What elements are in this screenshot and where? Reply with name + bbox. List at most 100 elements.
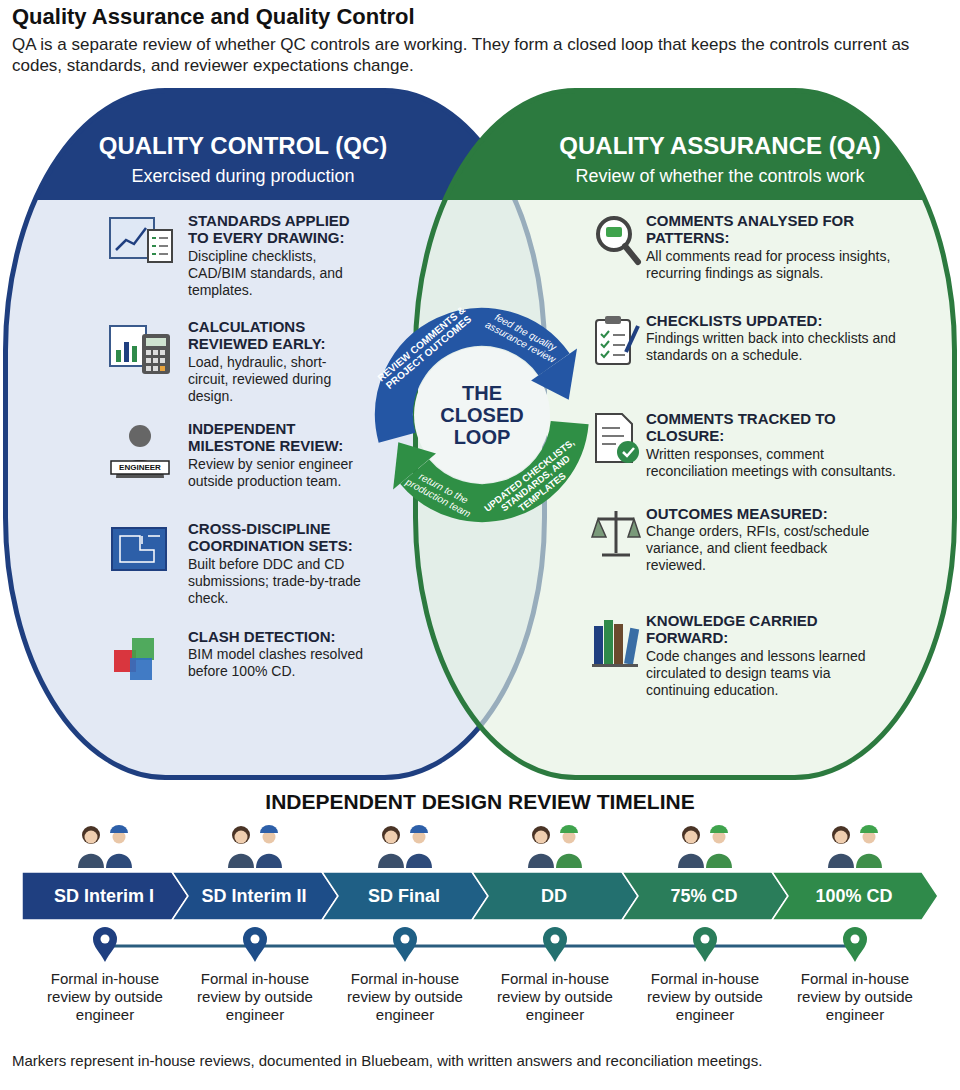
- timeline-figure: [401, 935, 410, 944]
- milestone-chevron: SD Interim II: [172, 872, 338, 920]
- control-item: CHECKLISTS UPDATED:Findings written back…: [590, 312, 904, 370]
- item-heading: CALCULATIONS REVIEWED EARLY:: [188, 318, 366, 353]
- path-part: [623, 448, 634, 456]
- svg-part: [590, 212, 642, 270]
- timeline-line: [105, 945, 855, 948]
- timeline-figure: [93, 927, 117, 962]
- item-heading: STANDARDS APPLIED TO EVERY DRAWING:: [188, 212, 366, 247]
- region-subtitle: Exercised during production: [43, 166, 443, 187]
- rect-part: [146, 350, 151, 355]
- timeline-figure: [835, 831, 848, 844]
- item-body: Findings written back into checklists an…: [646, 330, 904, 364]
- polygon-part: [622, 872, 788, 920]
- rect-part: [596, 320, 630, 364]
- rect-part: [605, 316, 621, 324]
- timeline-figure: [551, 935, 560, 944]
- svg-part: [108, 628, 174, 686]
- milestone-chevron: SD Final: [322, 872, 488, 920]
- circle-part: [617, 441, 639, 463]
- page-title: Quality Assurance and Quality Control: [12, 4, 942, 30]
- control-item: OUTCOMES MEASURED:Change orders, RFIs, c…: [590, 505, 891, 574]
- item-body: Load, hydraulic, short-circuit, reviewed…: [188, 354, 366, 405]
- svg-part: [590, 505, 642, 563]
- item-text: STANDARDS APPLIED TO EVERY DRAWING:Disci…: [188, 212, 366, 299]
- rect-part: [416, 91, 955, 778]
- timeline-figure: [856, 854, 882, 868]
- timeline-figure: [78, 854, 104, 868]
- item-body: Review by senior engineer outside produc…: [188, 456, 366, 490]
- rect-part: [604, 620, 613, 664]
- rect-part: [148, 230, 172, 262]
- timeline-figure: [701, 935, 710, 944]
- circle-part: [129, 425, 151, 447]
- timeline-figure: [101, 935, 110, 944]
- svg-part: [108, 318, 174, 376]
- timeline-heading: INDEPENDENT DESIGN REVIEW TIMELINE: [0, 790, 960, 814]
- rect-part: [624, 628, 639, 665]
- item-text: CALCULATIONS REVIEWED EARLY:Load, hydrau…: [188, 318, 366, 405]
- item-body: Discipline checklists, CAD/BIM standards…: [188, 248, 366, 299]
- path-part: [613, 335, 625, 355]
- svg-part: [108, 212, 174, 270]
- timeline-figure: [243, 927, 267, 962]
- item-heading: COMMENTS ANALYSED FOR PATTERNS:: [646, 212, 908, 247]
- timeline-figure: [678, 854, 704, 868]
- rect-part: [142, 334, 170, 374]
- polygon-part: [172, 872, 338, 920]
- rect-part: [116, 350, 121, 362]
- region-heading: QUALITY CONTROL (QC): [43, 132, 443, 160]
- timeline-figure: [535, 831, 548, 844]
- milestone-note: Formal in-house review by outside engine…: [333, 970, 477, 1024]
- path-part: [159, 238, 168, 254]
- timeline-figure: [843, 927, 867, 962]
- chevron-label: 100% CD: [815, 886, 892, 907]
- item-body: Code changes and lessons learned circula…: [646, 648, 874, 699]
- region-heading: QUALITY ASSURANCE (QA): [520, 132, 920, 160]
- rect-part: [132, 638, 154, 660]
- timeline-figure: [256, 854, 282, 868]
- timeline-figure: [382, 826, 400, 844]
- item-body: All comments read for process insights, …: [646, 248, 908, 282]
- rect-part: [160, 366, 165, 371]
- timeline-figure: [385, 831, 398, 844]
- page-subtitle: QA is a separate review of whether QC co…: [12, 34, 948, 77]
- timeline-figure: [560, 825, 578, 833]
- polygon-part: [772, 872, 938, 920]
- milestone-note: Formal in-house review by outside engine…: [183, 970, 327, 1024]
- svg-part: [590, 312, 642, 370]
- item-body: Built before DDC and CD submissions; tra…: [188, 556, 366, 607]
- svg-part: [590, 612, 642, 670]
- item-heading: CROSS-DISCIPLINE COORDINATION SETS:: [188, 520, 366, 555]
- rect-part: [160, 358, 165, 363]
- item-icon: [590, 505, 642, 563]
- item-icon: [590, 312, 642, 370]
- item-heading: CHECKLISTS UPDATED:: [646, 312, 904, 329]
- path-part: [626, 326, 638, 352]
- item-text: INDEPENDENT MILESTONE REVIEW:Review by s…: [188, 420, 366, 490]
- svg-part: [108, 520, 174, 578]
- path-part: [120, 536, 154, 562]
- rect-part: [614, 624, 623, 664]
- item-text: COMMENTS ANALYSED FOR PATTERNS:All comme…: [646, 212, 908, 282]
- item-icon: [590, 410, 642, 468]
- control-item: COMMENTS ANALYSED FOR PATTERNS:All comme…: [590, 212, 908, 282]
- region-subtitle: Review of whether the controls work: [520, 166, 920, 187]
- rect-part: [112, 528, 166, 570]
- timeline-figure: [556, 854, 582, 868]
- timeline-figure: [685, 831, 698, 844]
- timeline-figure: [251, 935, 260, 944]
- timeline-figure: [85, 831, 98, 844]
- item-text: CHECKLISTS UPDATED:Findings written back…: [646, 312, 904, 364]
- badge-label: ENGINEER: [111, 463, 169, 473]
- path-part: [592, 519, 640, 537]
- control-item: INDEPENDENT MILESTONE REVIEW:Review by s…: [108, 420, 366, 490]
- timeline-figure: [710, 825, 728, 833]
- milestone-note: Formal in-house review by outside engine…: [483, 970, 627, 1024]
- chevron-label: SD Interim I: [54, 886, 154, 907]
- timeline-figure: [682, 826, 700, 844]
- timeline-figure: [528, 854, 554, 868]
- rect-part: [606, 227, 622, 237]
- timeline-figure: [228, 854, 254, 868]
- control-item: KNOWLEDGE CARRIED FORWARD:Code changes a…: [590, 612, 874, 699]
- rect-part: [160, 350, 165, 355]
